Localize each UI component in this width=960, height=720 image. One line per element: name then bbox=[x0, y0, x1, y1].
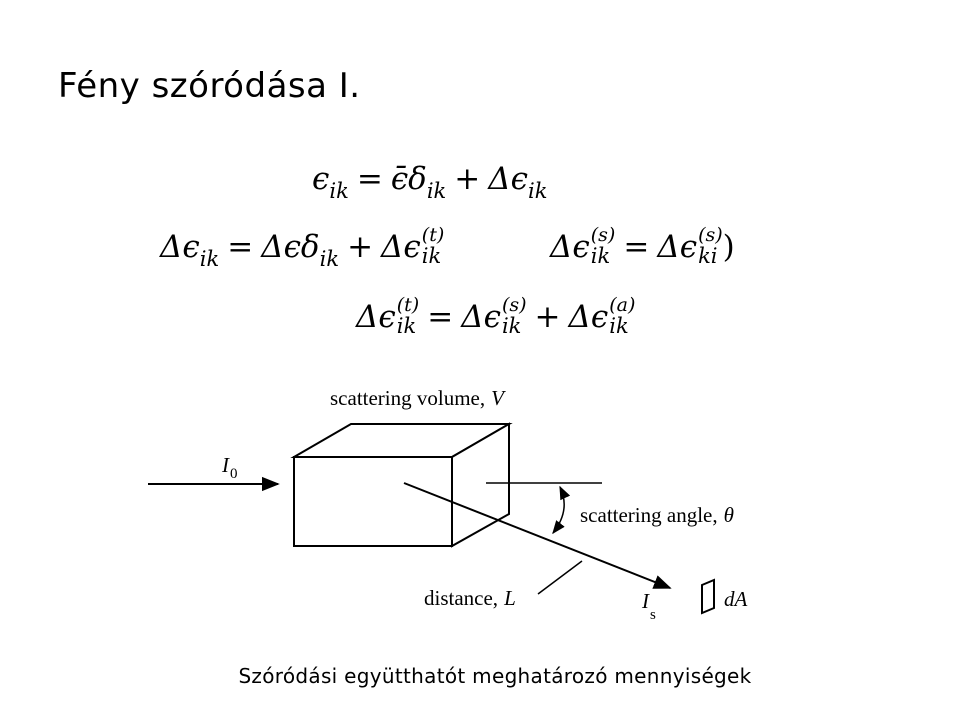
angle-label: scattering angle,θ bbox=[580, 503, 734, 527]
distance-pointer-line bbox=[537, 560, 583, 595]
eq4-plus: + bbox=[534, 299, 561, 335]
eq2-term2-sub: ik bbox=[421, 244, 442, 268]
eq3-equals: = bbox=[623, 229, 650, 265]
scattering-volume-box bbox=[290, 422, 513, 548]
eq4-term1-supsub: (s)ik bbox=[502, 296, 527, 337]
eq4-equals: = bbox=[427, 299, 454, 335]
incident-intensity-label: I0 bbox=[221, 453, 238, 482]
scattered-beam-arrow bbox=[403, 482, 672, 589]
eq1-term2: Δϵ bbox=[488, 161, 529, 197]
eq1-term2-sub: ik bbox=[528, 179, 548, 203]
eq3-rhs-supsub: (s)ki bbox=[698, 226, 723, 267]
eq4-term2-sub: ik bbox=[609, 314, 629, 338]
eq2-term2-sup: (t) bbox=[421, 224, 445, 246]
eq2-term2-supsub: (t)ik bbox=[422, 226, 444, 267]
eq3-rhs-sup: (s) bbox=[698, 224, 723, 246]
eq4-term1-sub: ik bbox=[501, 314, 522, 338]
eq3-close-paren: ) bbox=[722, 229, 735, 265]
eq4-lhs-sub: ik bbox=[396, 314, 417, 338]
box-front-face bbox=[293, 456, 453, 547]
eq2-lhs-sub: ik bbox=[199, 247, 220, 271]
equation-3: Δϵ(s)ik=Δϵ(s)ki) bbox=[550, 226, 735, 269]
eq4-term1: Δϵ bbox=[461, 299, 501, 335]
scattered-intensity-label: Is bbox=[641, 589, 656, 623]
eq1-plus: + bbox=[454, 161, 481, 197]
eq4-term2: Δϵ bbox=[568, 299, 609, 335]
eq2-term2: Δϵ bbox=[381, 229, 421, 265]
eq1-lhs-sub: ik bbox=[329, 179, 349, 203]
eq3-rhs: Δϵ bbox=[657, 229, 698, 265]
eq3-lhs: Δϵ bbox=[550, 229, 590, 265]
eq2-term1: Δϵδ bbox=[261, 229, 320, 265]
distance-label: distance,L bbox=[424, 586, 516, 610]
eq3-lhs-sub: ik bbox=[590, 244, 611, 268]
eq4-lhs: Δϵ bbox=[356, 299, 396, 335]
eq1-equals: = bbox=[356, 161, 383, 197]
eq1-lhs: ϵ bbox=[312, 161, 330, 197]
eq3-lhs-supsub: (s)ik bbox=[591, 226, 616, 267]
eq4-term2-supsub: (a)ik bbox=[609, 296, 635, 337]
equation-4: Δϵ(t)ik=Δϵ(s)ik+Δϵ(a)ik bbox=[356, 296, 635, 339]
equation-1: ϵik=ϵ̄δik+Δϵik bbox=[312, 161, 547, 202]
eq4-term2-sup: (a) bbox=[609, 294, 636, 316]
volume-label: scattering volume,V bbox=[330, 386, 506, 410]
eq4-term1-sup: (s) bbox=[501, 294, 527, 316]
detector-area-label: dA bbox=[724, 587, 748, 611]
eq2-equals: = bbox=[227, 229, 254, 265]
box-side-face bbox=[451, 422, 510, 548]
scattering-angle-arc bbox=[552, 485, 571, 535]
eq1-term1-sub: ik bbox=[426, 179, 447, 203]
eq3-lhs-sup: (s) bbox=[590, 224, 616, 246]
equation-2: Δϵik=Δϵδik+Δϵ(t)ik bbox=[160, 226, 444, 271]
eq4-lhs-supsub: (t)ik bbox=[397, 296, 419, 337]
eq2-term1-sub: ik bbox=[319, 247, 340, 271]
eq4-lhs-sup: (t) bbox=[396, 294, 420, 316]
eq2-plus: + bbox=[347, 229, 374, 265]
slide-caption: Szóródási együtthatót meghatározó mennyi… bbox=[238, 664, 752, 688]
eq3-rhs-sub: ki bbox=[698, 244, 718, 268]
detector-element bbox=[701, 578, 715, 615]
slide-title: Fény szóródása I. bbox=[58, 66, 361, 106]
eq1-term1: ϵ̄δ bbox=[390, 161, 427, 197]
eq2-lhs: Δϵ bbox=[160, 229, 200, 265]
